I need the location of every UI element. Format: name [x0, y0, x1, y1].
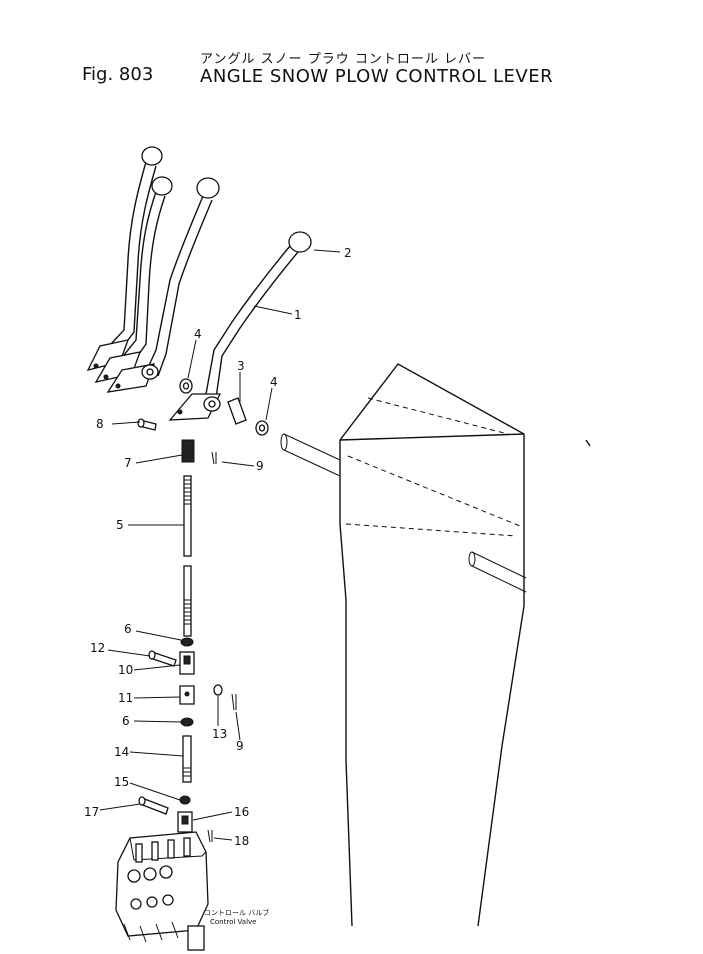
- callout-1: 1: [294, 308, 302, 322]
- leader-lines: [99, 249, 341, 841]
- cotter-pin-part-18: [207, 829, 213, 843]
- callout-9-lower: 9: [236, 739, 244, 753]
- rod-part-5: [183, 475, 192, 637]
- title-english: ANGLE SNOW PLOW CONTROL LEVER: [200, 66, 554, 87]
- callout-18: 18: [234, 834, 249, 848]
- callout-12: 12: [90, 641, 105, 655]
- callout-6-upper: 6: [124, 622, 132, 636]
- callout-3: 3: [237, 359, 245, 373]
- control-valve-label-en: Control Valve: [210, 918, 256, 926]
- cotter-pin-part-9-lower: [231, 693, 237, 711]
- callout-4-left: 4: [194, 327, 202, 341]
- reference-lever-group: [86, 146, 220, 393]
- cotter-pin-part-9-top: [211, 451, 217, 465]
- callout-17: 17: [84, 805, 99, 819]
- rod-part-14: [182, 735, 192, 783]
- callout-16: 16: [234, 805, 249, 819]
- callout-13: 13: [212, 727, 227, 741]
- nut-part-15: [179, 795, 191, 805]
- washer-part-13: [213, 684, 223, 696]
- callout-15: 15: [114, 775, 129, 789]
- nut-part-6-upper: [180, 637, 194, 647]
- callout-labels: 2 1 3 4 4 8 7 9 5 6 12 10 11 13 9 6 14 1…: [84, 246, 352, 848]
- callout-5: 5: [116, 518, 124, 532]
- control-lever-part-1: [168, 231, 312, 421]
- callout-14: 14: [114, 745, 129, 759]
- callout-2: 2: [344, 246, 352, 260]
- bushing-part-3: [227, 397, 247, 425]
- callout-10: 10: [118, 663, 133, 677]
- control-valve-label-jp: コントロール バルブ: [204, 908, 269, 917]
- control-valve-assembly: [115, 831, 209, 951]
- machine-body-outline: [280, 363, 591, 927]
- callout-11: 11: [118, 691, 133, 705]
- clevis-part-7: [181, 439, 195, 463]
- callout-9-top: 9: [256, 459, 264, 473]
- callout-7: 7: [124, 456, 132, 470]
- callout-8: 8: [96, 417, 104, 431]
- callout-6-lower: 6: [122, 714, 130, 728]
- callout-4-right: 4: [270, 375, 278, 389]
- title-japanese: アングル スノー プラウ コントロール レバー: [200, 52, 487, 67]
- figure-number: Fig. 803: [82, 64, 154, 85]
- nut-part-6-lower: [180, 717, 194, 727]
